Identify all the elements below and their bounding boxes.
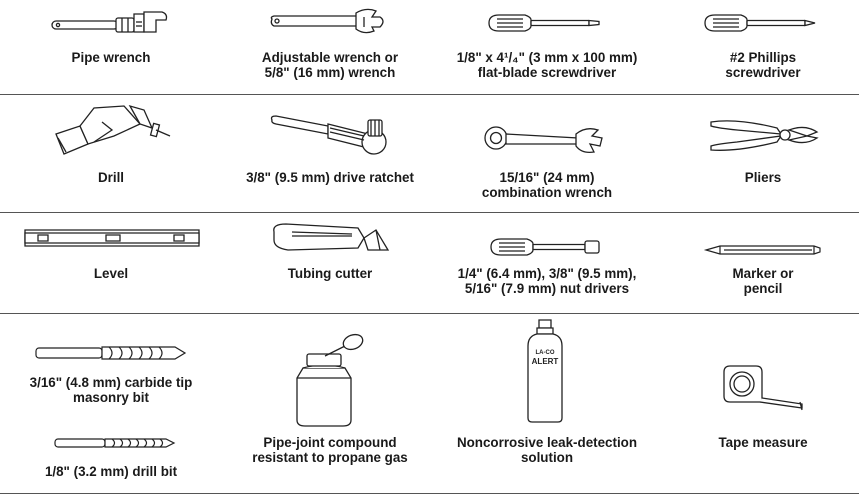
- label-pliers: Pliers: [744, 170, 782, 185]
- divider-bottom: [0, 493, 859, 494]
- pliers-icon: [707, 116, 822, 156]
- masonry-bit-icon: [35, 344, 187, 362]
- label-leak-detection-solution: Noncorrosive leak-detection solution: [456, 435, 638, 465]
- leak-detection-bottle-icon: LA-CO ALERT: [526, 318, 564, 424]
- bottle-brand-text: LA-CO: [536, 350, 555, 356]
- label-level: Level: [93, 266, 129, 281]
- ratchet-icon: [268, 112, 393, 157]
- label-masonry-bit: 3/16" (4.8 mm) carbide tip masonry bit: [29, 375, 193, 405]
- label-combination-wrench: 15/16" (24 mm) combination wrench: [481, 170, 613, 200]
- divider-row-2: [0, 212, 859, 213]
- label-adjustable-wrench: Adjustable wrench or 5/8" (16 mm) wrench: [261, 50, 399, 80]
- pencil-icon: [704, 244, 822, 256]
- flat-screwdriver-icon: [487, 12, 602, 34]
- label-phillips-screwdriver: #2 Phillips screwdriver: [725, 50, 801, 80]
- phillips-screwdriver-icon: [703, 12, 818, 34]
- label-tubing-cutter: Tubing cutter: [287, 266, 373, 281]
- label-drill: Drill: [97, 170, 125, 185]
- adjustable-wrench-icon: [268, 7, 388, 35]
- label-tape-measure: Tape measure: [718, 435, 808, 450]
- pipe-wrench-icon: [50, 8, 170, 38]
- label-pipe-joint-compound: Pipe-joint compound resistant to propane…: [252, 435, 408, 465]
- drill-bit-icon: [54, 436, 176, 450]
- tubing-cutter-icon: [268, 222, 393, 254]
- combination-wrench-icon: [482, 124, 607, 156]
- label-pipe-wrench: Pipe wrench: [71, 50, 151, 65]
- label-flat-screwdriver: 1/8" x 4¹/₄" (3 mm x 100 mm) flat-blade …: [456, 50, 638, 80]
- tape-measure-icon: [720, 364, 806, 414]
- label-drill-bit: 1/8" (3.2 mm) drill bit: [44, 464, 178, 479]
- drill-icon: [44, 100, 174, 162]
- label-nut-drivers: 1/4" (6.4 mm), 3/8" (9.5 mm), 5/16" (7.9…: [457, 266, 637, 296]
- divider-row-3: [0, 313, 859, 314]
- pipe-joint-compound-icon: [295, 328, 367, 428]
- bottle-product-text: ALERT: [532, 357, 559, 366]
- label-ratchet: 3/8" (9.5 mm) drive ratchet: [246, 170, 414, 185]
- label-pencil: Marker or pencil: [732, 266, 794, 296]
- divider-row-1: [0, 94, 859, 95]
- level-icon: [24, 228, 200, 248]
- nut-drivers-icon: [489, 236, 604, 258]
